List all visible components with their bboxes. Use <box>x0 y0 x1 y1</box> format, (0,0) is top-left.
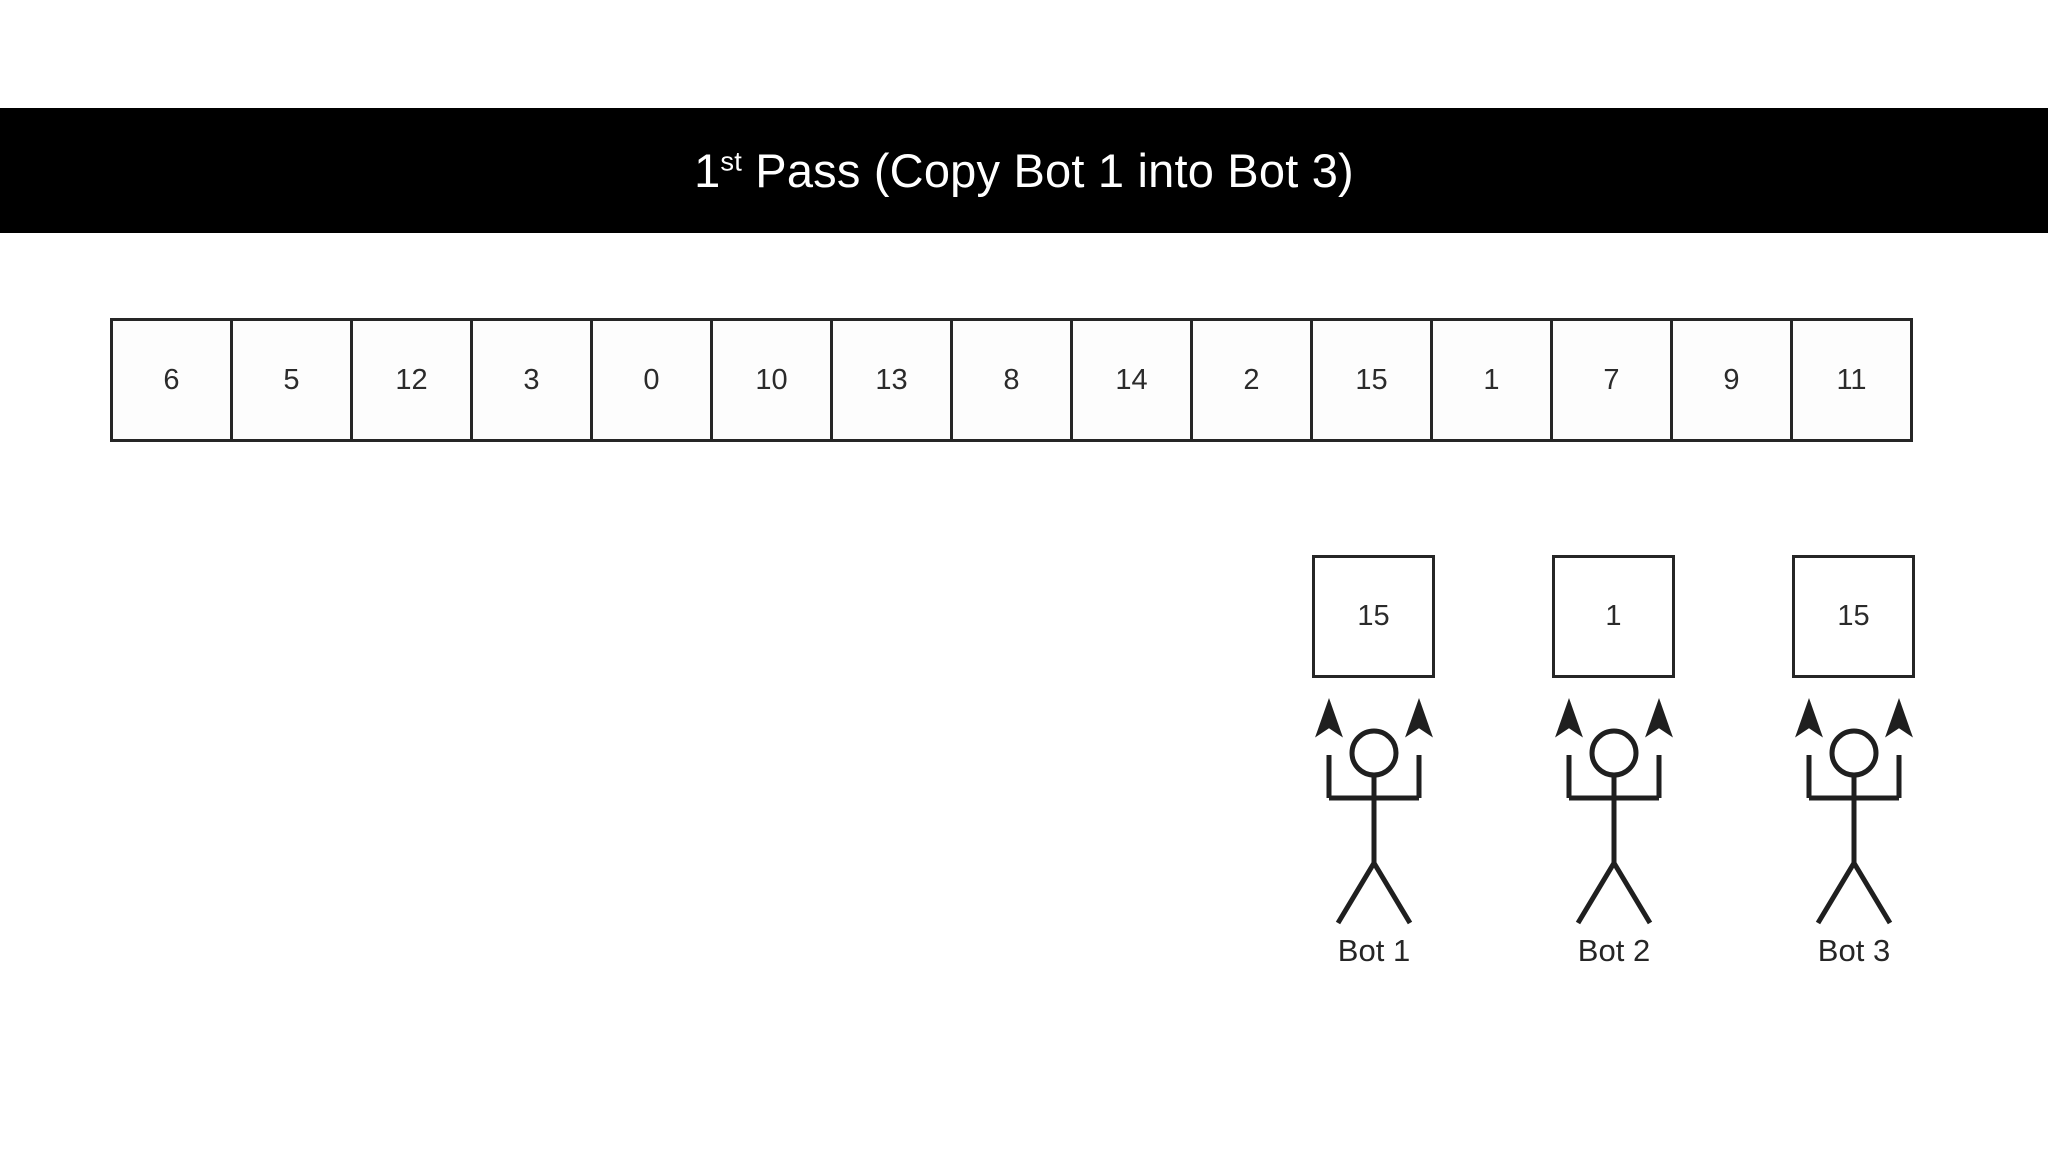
array-cell: 3 <box>473 321 593 439</box>
array-cell: 12 <box>353 321 473 439</box>
head-icon <box>1589 728 1639 778</box>
arrow-up-icon <box>1555 697 1583 738</box>
arrow-up-icon <box>1315 697 1343 738</box>
array-cell: 8 <box>953 321 1073 439</box>
arrow-up-icon <box>1645 697 1673 738</box>
stick-figure-icon <box>1315 697 1433 925</box>
bot-figure <box>1548 695 1680 925</box>
stick-figure-icon <box>1795 697 1913 925</box>
bot-figure <box>1788 695 1920 925</box>
page-title: 1st Pass (Copy Bot 1 into Bot 3) <box>694 147 1354 194</box>
array-cell: 0 <box>593 321 713 439</box>
title-ordinal-number: 1 <box>694 144 721 197</box>
title-ordinal-suffix: st <box>720 145 743 177</box>
bot-held-value-box: 15 <box>1792 555 1915 678</box>
head-icon <box>1829 728 1879 778</box>
array-cell: 13 <box>833 321 953 439</box>
bot-label: Bot 1 <box>1337 933 1411 968</box>
array-cell: 5 <box>233 321 353 439</box>
array-cell: 7 <box>1553 321 1673 439</box>
array-cell: 1 <box>1433 321 1553 439</box>
array-cell: 11 <box>1793 321 1913 439</box>
bot-3: 15 Bot 3 <box>1792 555 1916 985</box>
array-cell: 15 <box>1313 321 1433 439</box>
bot-2: 1 Bot 2 <box>1552 555 1676 985</box>
bot-label: Bot 2 <box>1577 933 1651 968</box>
array-cell: 6 <box>113 321 233 439</box>
bot-held-value-box: 1 <box>1552 555 1675 678</box>
bot-label: Bot 3 <box>1817 933 1891 968</box>
title-rest: Pass (Copy Bot 1 into Bot 3) <box>742 144 1354 197</box>
array-cell: 14 <box>1073 321 1193 439</box>
bot-figure <box>1308 695 1440 925</box>
arrow-up-icon <box>1405 697 1433 738</box>
arrow-up-icon <box>1795 697 1823 738</box>
bot-1: 15 Bot 1 <box>1312 555 1436 985</box>
arrow-up-icon <box>1885 697 1913 738</box>
stick-figure-icon <box>1555 697 1673 925</box>
slide-title-bar: 1st Pass (Copy Bot 1 into Bot 3) <box>0 108 2048 233</box>
array-cell: 2 <box>1193 321 1313 439</box>
bot-held-value-box: 15 <box>1312 555 1435 678</box>
head-icon <box>1349 728 1399 778</box>
array-cell: 10 <box>713 321 833 439</box>
array-cell: 9 <box>1673 321 1793 439</box>
